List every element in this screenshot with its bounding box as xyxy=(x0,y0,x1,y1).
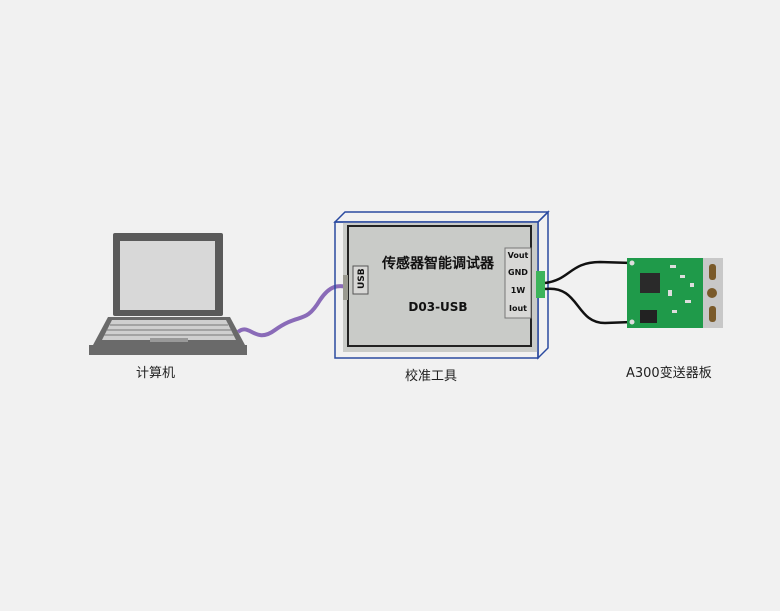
device-model: D03-USB xyxy=(408,300,467,314)
calibration-tool-label: 校准工具 xyxy=(405,369,458,384)
pin-gnd: GND xyxy=(508,268,528,277)
pin-iout: Iout xyxy=(509,304,527,313)
usb-cable xyxy=(236,284,349,338)
calibration-device: USB 传感器智能调试器 D03-USB Vout GND 1W Iout xyxy=(333,210,550,360)
computer-label: 计算机 xyxy=(136,366,176,381)
wire-bottom xyxy=(544,287,633,325)
pin-1w: 1W xyxy=(511,286,526,295)
usb-port-label: USB xyxy=(357,268,367,289)
laptop-icon xyxy=(89,233,247,355)
pin-vout: Vout xyxy=(508,251,529,260)
device-title: 传感器智能调试器 xyxy=(381,255,495,272)
wire-top xyxy=(544,260,633,285)
transmitter-board-label: A300变送器板 xyxy=(626,366,712,381)
a300-transmitter-board xyxy=(627,258,723,328)
